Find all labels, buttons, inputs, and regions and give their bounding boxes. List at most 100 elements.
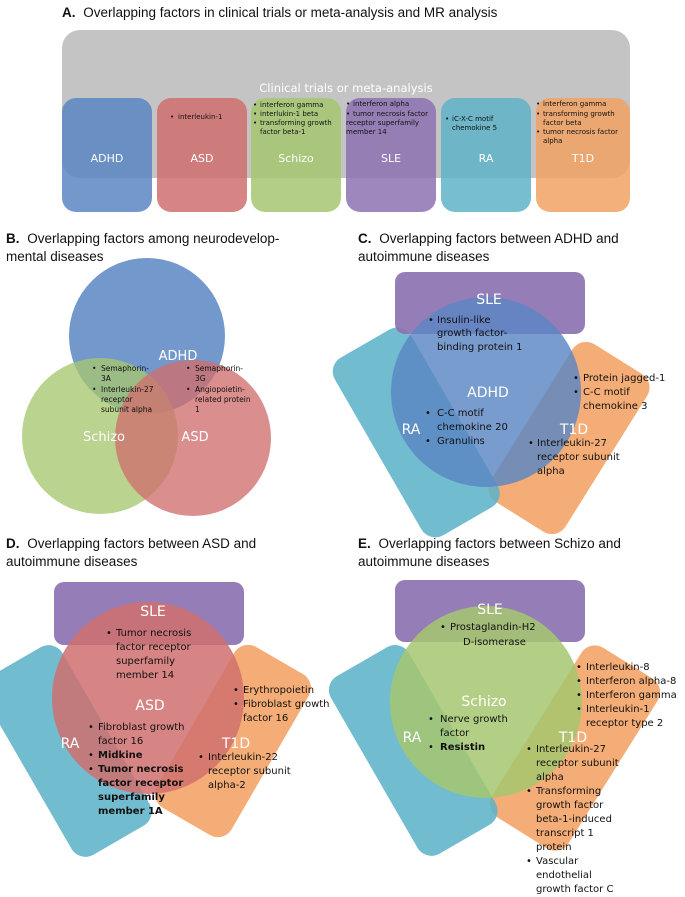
e-schizo-label: Schizo [461, 694, 506, 710]
t1d-item: alpha [543, 137, 562, 145]
e-schizo-circle [390, 606, 582, 798]
svg-text:•Erythropoietin •Fibrobl: •Erythropoietin •Fibroblast growth facto… [233, 685, 333, 724]
panel-b-title-2: mental diseases [6, 249, 104, 264]
column-adhd-label: ADHD [91, 152, 124, 165]
e-right-item: Interferon gamma [586, 690, 677, 701]
e-bottom-item: Transforming [535, 786, 601, 797]
e-bottom-item: Vascular [536, 856, 579, 867]
column-schizo: Schizo •interferon gamma •interlukin-1 b… [251, 98, 341, 212]
column-ra-label: RA [479, 152, 494, 165]
c-bottom-item: receptor subunit [537, 452, 620, 463]
b-left-item: receptor [101, 395, 134, 404]
svg-text:•Tumor necrosis factor r: •Tumor necrosis factor receptor superfam… [106, 628, 194, 681]
c-adhd-circle [391, 297, 581, 487]
d-top-item: Tumor necrosis [115, 628, 191, 639]
panel-d-letter: D. [6, 536, 20, 551]
column-ra: RA •iC-X-C motif chemokine 5 [441, 98, 531, 212]
svg-text:•Semaphorin- 3G •A: •Semaphorin- 3G •Angiopoietin- related p… [186, 364, 253, 414]
svg-text:•Interleukin-27 receptor: •Interleukin-27 receptor subunit alpha •… [526, 744, 622, 895]
svg-text:E. Overlapping factors b: E. Overlapping factors between Schizo an… [358, 536, 625, 569]
column-ra-box [441, 98, 531, 212]
b-right-item: Semaphorin- [195, 364, 243, 373]
panel-b-letter: B. [6, 231, 20, 246]
e-ra-label: RA [403, 730, 422, 746]
panel-c-title: Overlapping factors between ADHD and [379, 231, 618, 246]
d-bottom-item: alpha-2 [208, 780, 246, 791]
adhd-label: ADHD [159, 349, 198, 364]
t1d-item: tumor necrosis factor [543, 128, 618, 136]
svg-text:•Prostaglandin-H2 D-isom: •Prostaglandin-H2 D-isomerase [440, 622, 539, 648]
column-t1d-label: T1D [571, 152, 594, 165]
d-top-item: member 14 [116, 670, 174, 681]
d-left-item: member 1A [98, 806, 163, 817]
panel-d-title-2: autoimmune diseases [6, 554, 138, 569]
c-right-item: chemokine 3 [583, 401, 647, 412]
t1d-item: factor beta [543, 119, 582, 127]
svg-text:•Insulin-like growth fac: •Insulin-like growth factor- binding pro… [428, 315, 523, 353]
t1d-item: transforming growth [543, 110, 615, 118]
panel-e-letter: E. [358, 536, 371, 551]
c-top-item: Insulin-like [437, 315, 490, 326]
c-t1d-label: T1D [559, 422, 588, 438]
svg-text:D. Overlapping factors b: D. Overlapping factors between ASD and a… [6, 536, 260, 569]
svg-text:•iC-X-C motif chemokin: •iC-X-C motif chemokine 5 [445, 115, 497, 132]
panel-d: D. Overlapping factors between ASD and a… [0, 536, 333, 857]
e-bottom-item: Interleukin-27 [536, 744, 606, 755]
e-bottom-item: growth factor C [536, 884, 613, 895]
c-ra-label: RA [402, 422, 421, 438]
b-right-item: related protein [195, 395, 251, 404]
column-schizo-label: Schizo [278, 152, 314, 165]
schizo-item: interlukin-1 beta [260, 110, 318, 118]
d-right-item: Fibroblast growth [243, 699, 330, 710]
ra-item: iC-X-C motif [452, 115, 494, 123]
e-t1d-label: T1D [558, 730, 587, 746]
svg-text:B. Overlapping factors a: B. Overlapping factors among neurodevelo… [6, 231, 283, 264]
c-left-item: chemokine 20 [437, 422, 508, 433]
panel-b: B. Overlapping factors among neurodevelo… [6, 231, 283, 516]
column-adhd-box [62, 98, 152, 212]
svg-text:•Interleukin-8 •Interfer: •Interleukin-8 •Interferon alpha-8 •Inte… [576, 662, 680, 729]
e-bottom-item: beta-1-induced [536, 814, 612, 825]
d-left-item: superfamily [98, 792, 165, 803]
column-sle-box [346, 98, 436, 212]
e-bottom-item: alpha [536, 772, 564, 783]
column-adhd: ADHD [62, 98, 152, 212]
sle-item: receptor superfamily [346, 119, 419, 127]
panel-e-title-2: autoimmune diseases [358, 554, 490, 569]
column-asd: ASD • interleukin-1 [157, 98, 247, 212]
t1d-item: interferon gamma [543, 100, 606, 108]
sle-item: tumor necrosis factor [353, 110, 428, 118]
b-left-item: 3A [101, 374, 112, 383]
c-adhd-label: ADHD [467, 385, 509, 401]
svg-text:•Interleukin-27 receptor: •Interleukin-27 receptor subunit alpha [528, 438, 623, 477]
asd-label: ASD [181, 430, 208, 445]
schizo-item: factor beta-1 [260, 128, 306, 136]
d-asd-label: ASD [135, 698, 164, 714]
d-top-item: factor receptor [116, 642, 192, 653]
svg-text:•Interleukin-22 receptor: •Interleukin-22 receptor subunit alpha-2 [198, 752, 294, 791]
b-left-item: subunit alpha [101, 405, 152, 414]
panel-c: C. Overlapping factors between ADHD and … [332, 231, 665, 538]
e-t1d-shape [489, 645, 661, 851]
d-right-item: Erythropoietin [243, 685, 314, 696]
column-sle-label: SLE [381, 152, 401, 165]
e-bottom-item: transcript 1 [536, 828, 594, 839]
e-bottom-item: protein [536, 842, 572, 853]
d-left-item: Midkine [98, 750, 143, 761]
d-right-item: factor 16 [243, 713, 288, 724]
e-sle-label: SLE [477, 602, 503, 618]
b-left-item: Semaphorin- [101, 364, 149, 373]
svg-text:•interferon gamma •tra: •interferon gamma •transforming growth f… [536, 100, 620, 145]
panel-c-letter: C. [358, 231, 372, 246]
e-left-item: factor [440, 728, 470, 739]
schizo-label: Schizo [83, 430, 125, 445]
c-top-item: growth factor- [437, 328, 508, 339]
d-left-item: Fibroblast growth [98, 722, 185, 733]
b-right-item: 3G [195, 374, 206, 383]
sle-item: member 14 [346, 128, 387, 136]
e-right-item: Interleukin-1 [586, 704, 650, 715]
svg-text:•Semaphorin- 3A •I: •Semaphorin- 3A •Interleukin-27 receptor… [92, 364, 156, 414]
svg-text:•Fibroblast growth facto: •Fibroblast growth factor 16 •Midkine •T… [88, 722, 188, 817]
svg-text:•interferon alpha •tum: •interferon alpha •tumor necrosis factor… [346, 100, 430, 136]
b-right-item: 1 [195, 405, 200, 414]
